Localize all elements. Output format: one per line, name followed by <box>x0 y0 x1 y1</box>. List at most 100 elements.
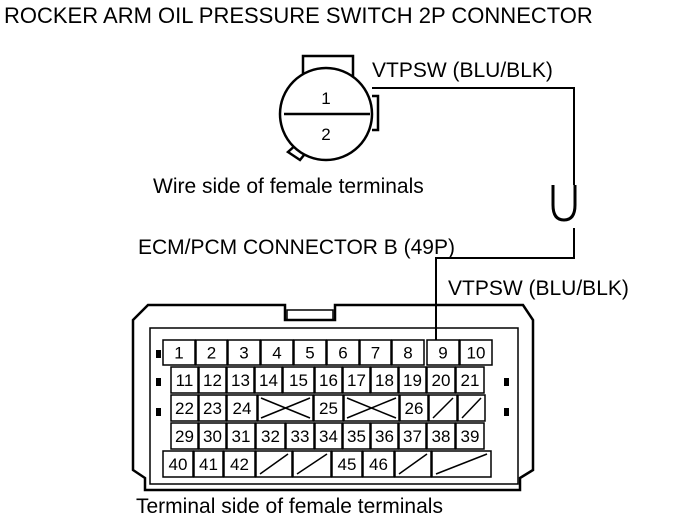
terminal-number: 26 <box>405 399 424 418</box>
terminal-number: 14 <box>259 371 278 390</box>
terminal-cell: 16 <box>314 366 343 394</box>
terminal-cell: 18 <box>370 366 399 394</box>
terminal-number: 40 <box>169 455 188 474</box>
terminal-cell: 19 <box>398 366 427 394</box>
terminal-number: 8 <box>403 344 412 363</box>
terminal-number: 45 <box>338 455 357 474</box>
terminal-number: 17 <box>347 371 366 390</box>
terminal-cell: 12 <box>198 366 227 394</box>
terminal-cell: 13 <box>226 366 255 394</box>
terminal-number: 23 <box>203 399 222 418</box>
wire-side-caption: Wire side of female terminals <box>153 175 424 198</box>
ecm-pcm-connector <box>131 303 535 492</box>
terminal-cell: 32 <box>255 422 286 450</box>
terminal-number: 18 <box>375 371 394 390</box>
terminal-number: 15 <box>289 371 308 390</box>
terminal-cell: 4 <box>260 339 294 366</box>
terminal-number: 3 <box>239 344 248 363</box>
terminal-number: 13 <box>231 371 250 390</box>
terminal-cell: 24 <box>226 394 258 422</box>
terminal-cell: 6 <box>326 339 360 366</box>
terminal-cell: 39 <box>455 422 485 450</box>
terminal-number: 38 <box>432 427 451 446</box>
terminal-number: 41 <box>199 455 218 474</box>
terminal-number: 1 <box>174 344 183 363</box>
terminal-cell: 38 <box>426 422 456 450</box>
terminal-cell: 45 <box>331 450 363 478</box>
terminal-number: 20 <box>432 371 451 390</box>
terminal-cell: 36 <box>370 422 399 450</box>
terminal-number: 46 <box>369 455 388 474</box>
terminal-number: 42 <box>230 455 249 474</box>
terminal-number: 2 <box>207 344 216 363</box>
terminal-number: 32 <box>261 427 280 446</box>
terminal-number: 7 <box>371 344 380 363</box>
terminal-cell: 14 <box>254 366 283 394</box>
terminal-cell: 23 <box>198 394 227 422</box>
oil-pressure-switch-connector <box>278 54 380 162</box>
housing-notch <box>156 350 161 358</box>
terminal-number: 29 <box>175 427 194 446</box>
top-wire-label: VTPSW (BLU/BLK) <box>372 59 553 82</box>
terminal-cell: 15 <box>282 366 315 394</box>
terminal-2-label: 2 <box>321 125 330 144</box>
terminal-cell: 2 <box>195 339 228 366</box>
terminal-number: 21 <box>461 371 480 390</box>
terminal-number: 9 <box>438 344 447 363</box>
terminal-side-caption: Terminal side of female terminals <box>136 495 443 518</box>
terminal-number: 4 <box>272 344 281 363</box>
terminal-number: 22 <box>175 399 194 418</box>
terminal-cell <box>343 394 400 422</box>
ecm-connector-label: ECM/PCM CONNECTOR B (49P) <box>138 236 455 259</box>
terminal-number: 16 <box>319 371 338 390</box>
terminal-cell: 46 <box>362 450 395 478</box>
terminal-number: 35 <box>347 427 366 446</box>
terminal-cell <box>255 450 293 478</box>
terminal-number: 33 <box>291 427 310 446</box>
terminal-cell <box>257 394 314 422</box>
terminal-cell: 26 <box>399 394 429 422</box>
terminal-cell: 22 <box>170 394 199 422</box>
terminal-number: 5 <box>305 344 314 363</box>
terminal-number: 24 <box>233 399 252 418</box>
terminal-cell <box>428 394 458 422</box>
terminal-cell: 33 <box>285 422 315 450</box>
housing-notch <box>156 408 161 416</box>
terminal-cell: 21 <box>455 366 485 394</box>
housing-notch <box>504 408 509 416</box>
terminal-cell <box>457 394 486 422</box>
terminal-number: 6 <box>338 344 347 363</box>
diagram-title: ROCKER ARM OIL PRESSURE SWITCH 2P CONNEC… <box>4 3 593 28</box>
terminal-cell <box>292 450 332 478</box>
terminal-number: 31 <box>232 427 251 446</box>
terminal-cell: 37 <box>398 422 427 450</box>
terminal-cell: 5 <box>293 339 327 366</box>
terminal-cell: 41 <box>193 450 224 478</box>
terminal-number: 39 <box>461 427 480 446</box>
housing-notch <box>504 378 509 386</box>
terminal-cell: 11 <box>170 366 199 394</box>
bottom-wire-label: VTPSW (BLU/BLK) <box>448 277 629 300</box>
terminal-1-label: 1 <box>321 89 330 108</box>
terminal-number: 10 <box>467 344 486 363</box>
terminal-cell: 8 <box>391 339 425 366</box>
terminal-cell: 31 <box>226 422 256 450</box>
terminal-cell: 3 <box>227 339 261 366</box>
terminal-cell <box>431 450 492 478</box>
vtpsw-wire <box>372 87 577 346</box>
terminal-cell: 42 <box>223 450 256 478</box>
terminal-cell: 25 <box>313 394 344 422</box>
terminal-number: 19 <box>403 371 422 390</box>
terminal-cell: 17 <box>342 366 371 394</box>
terminal-cell: 10 <box>459 339 493 366</box>
terminal-number: 12 <box>203 371 222 390</box>
housing-notch <box>156 378 161 386</box>
terminal-cell: 35 <box>342 422 371 450</box>
terminal-cell: 29 <box>170 422 199 450</box>
terminal-number: 37 <box>403 427 422 446</box>
terminal-number: 36 <box>375 427 394 446</box>
terminal-number: 34 <box>319 427 338 446</box>
terminal-number: 30 <box>203 427 222 446</box>
